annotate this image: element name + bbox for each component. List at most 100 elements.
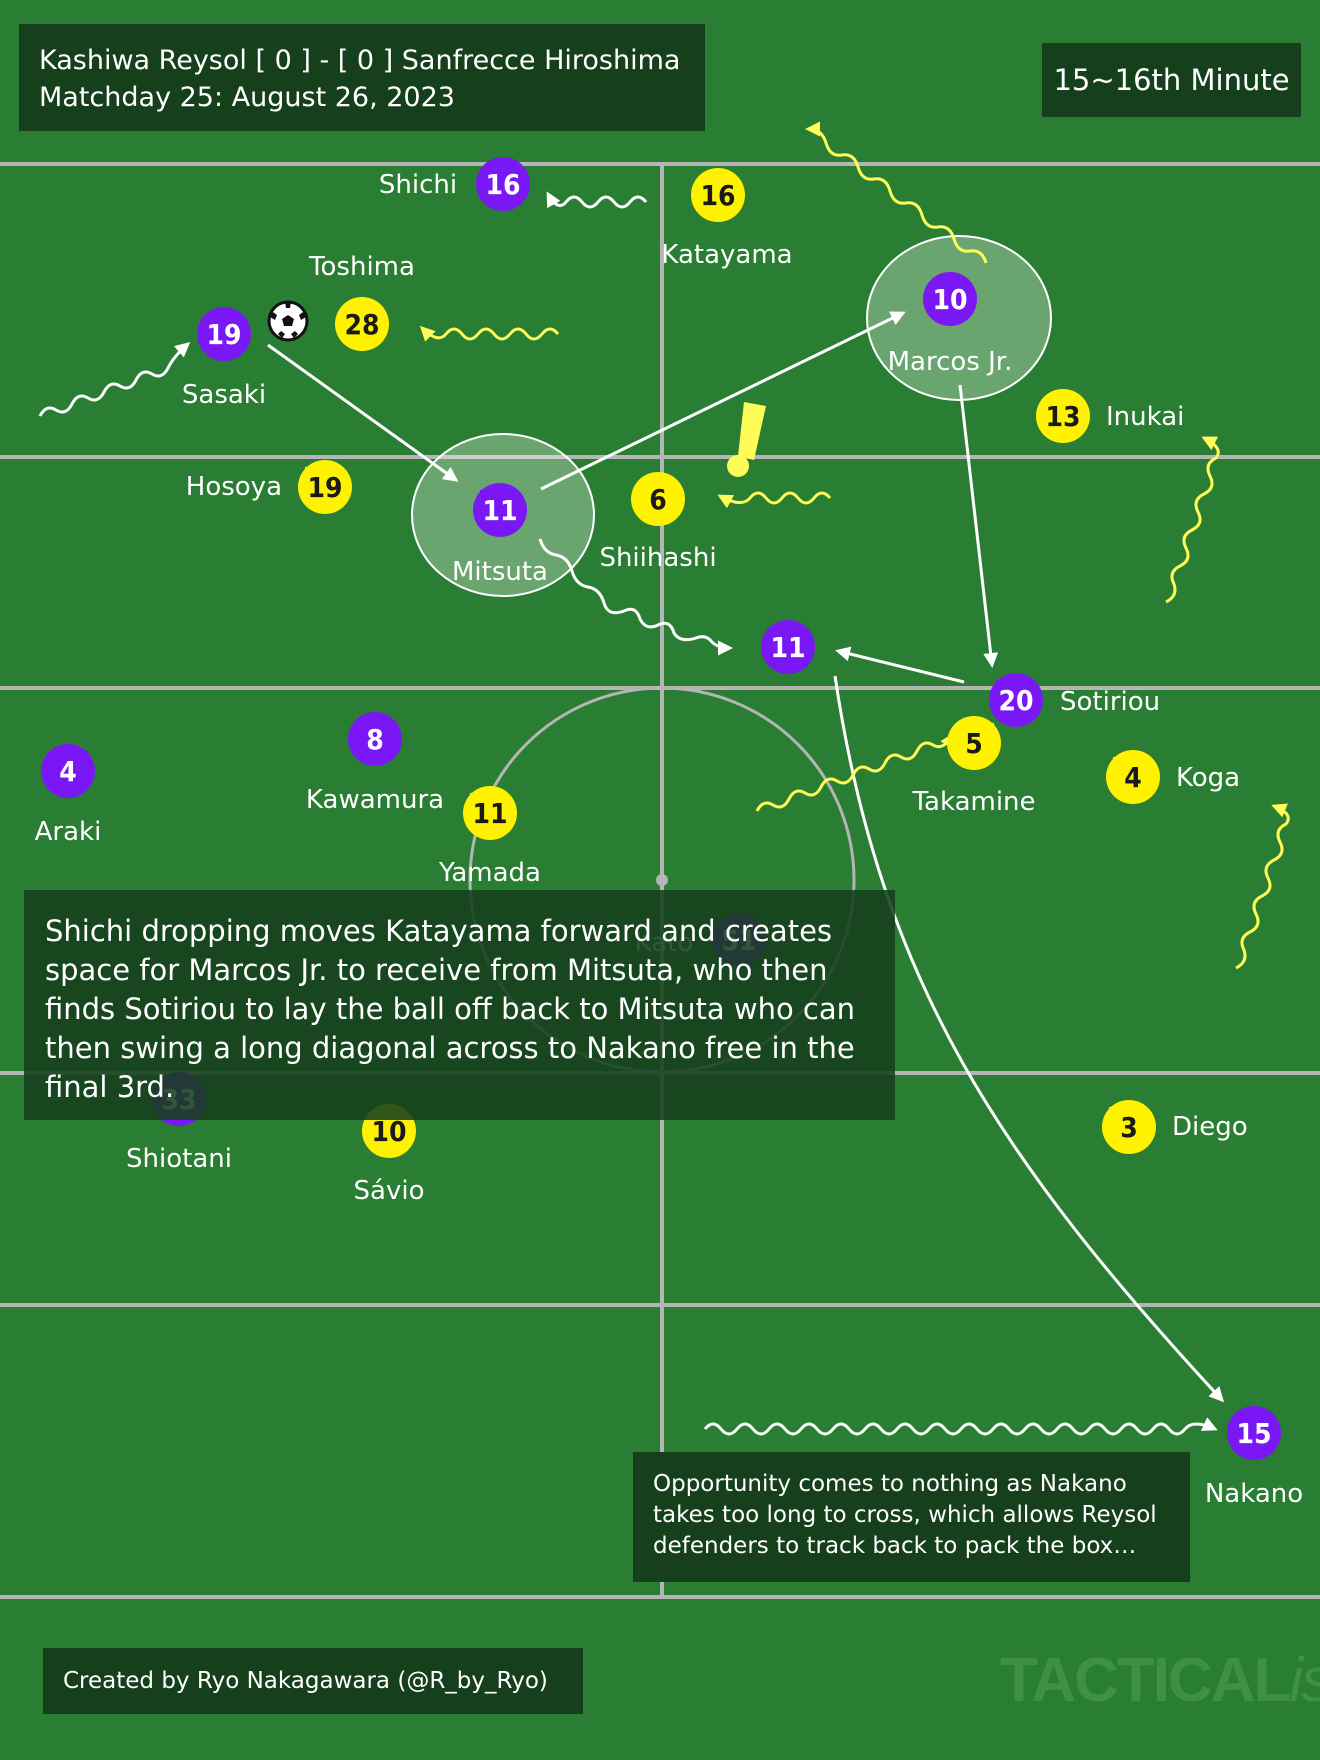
player-marker	[298, 460, 352, 514]
player-name: Marcos Jr.	[888, 347, 1013, 377]
pass-sotiriou-to-mitsuta	[835, 646, 965, 684]
player-marker	[1102, 1100, 1156, 1154]
run-toshima	[419, 325, 560, 342]
run-takamine	[755, 732, 955, 812]
player-marker	[947, 716, 1001, 770]
player-number: 11	[770, 631, 805, 664]
credit-box: Created by Ryo Nakagawara (@R_by_Ryo)	[43, 1648, 583, 1714]
description-box: Shichi dropping moves Katayama forward a…	[24, 890, 895, 1120]
player-name: Diego	[1172, 1112, 1248, 1142]
player-number: 10	[371, 1115, 406, 1148]
exclamation-icon	[727, 402, 766, 477]
player-number: 15	[1236, 1417, 1271, 1450]
player-name: Katayama	[661, 240, 792, 270]
pass-marcos-to-sotiriou	[958, 384, 999, 668]
player-marker	[1036, 389, 1090, 443]
player-name: Araki	[35, 817, 102, 847]
player-name: Sotiriou	[1060, 687, 1160, 717]
credit-text: Created by Ryo Nakagawara (@R_by_Ryo)	[63, 1668, 548, 1694]
player-number: 16	[700, 179, 735, 212]
pass-arrows	[267, 311, 1225, 1403]
run-koga	[1235, 803, 1290, 970]
player-number: 19	[206, 318, 241, 351]
player-name: Hosoya	[186, 472, 282, 502]
player-name: Shiihashi	[599, 543, 716, 573]
pitch-lines	[0, 162, 1320, 1599]
player-marker	[691, 168, 745, 222]
player-marker	[989, 673, 1043, 727]
watermark-logo: TACTICALista	[1000, 1646, 1320, 1715]
yellow-runs	[419, 121, 1290, 970]
player-marker	[41, 744, 95, 798]
player-name: Koga	[1176, 763, 1240, 793]
player-number: 4	[1124, 761, 1142, 794]
soccer-ball-icon	[267, 300, 309, 342]
player-number: 13	[1045, 400, 1080, 433]
run-shiihashi	[717, 491, 832, 509]
player-marker	[348, 712, 402, 766]
purple-runs	[38, 191, 1218, 1436]
reysol-player-koga: 4 Koga	[1106, 750, 1240, 804]
match-title: Kashiwa Reysol [ 0 ] - [ 0 ] Sanfrecce H…	[39, 45, 681, 76]
player-marker	[476, 157, 530, 211]
player-marker	[473, 483, 527, 537]
player-marker	[761, 620, 815, 674]
player-number: 5	[965, 727, 983, 760]
minute-label: 15~16th Minute	[1053, 63, 1290, 97]
player-name: Nakano	[1205, 1479, 1303, 1509]
player-number: 16	[485, 168, 520, 201]
run-inukai	[1165, 436, 1220, 604]
player-marker	[1106, 750, 1160, 804]
player-number: 10	[932, 283, 967, 316]
player-number: 6	[649, 483, 667, 516]
reysol-player-hosoya: 19 Hosoya	[186, 460, 352, 514]
player-number: 3	[1120, 1111, 1138, 1144]
pass-mitsuta-to-nakano	[833, 675, 1225, 1403]
player-marker	[1227, 1406, 1281, 1460]
player-name: Mitsuta	[452, 557, 548, 587]
player-name: Sasaki	[182, 380, 266, 410]
player-number: 4	[59, 755, 77, 788]
player-number: 28	[344, 308, 379, 341]
match-subtitle: Matchday 25: August 26, 2023	[39, 82, 455, 113]
run-sasaki	[38, 342, 191, 417]
hiroshima-player-no-11: 11	[761, 620, 815, 674]
player-number: 11	[472, 797, 507, 830]
minute-box: 15~16th Minute	[1042, 43, 1301, 117]
player-name: Shiotani	[126, 1144, 232, 1174]
pass-mitsuta-to-marcos	[540, 311, 906, 491]
player-number: 19	[307, 471, 342, 504]
reysol-player-inukai: 13 Inukai	[1036, 389, 1184, 443]
player-name: Shichi	[379, 170, 457, 200]
pass-sasaki-to-mitsuta	[267, 343, 459, 482]
note-text: Opportunity comes to nothing as Nakano t…	[653, 1471, 1157, 1559]
player-number: 20	[998, 684, 1033, 717]
player-number: 11	[482, 494, 517, 527]
player-name: Kawamura	[306, 785, 444, 815]
reysol-player-toshima: 28 Toshima	[308, 252, 415, 351]
player-name: Sávio	[354, 1176, 425, 1206]
description-text: Shichi dropping moves Katayama forward a…	[45, 914, 856, 1104]
player-marker	[463, 786, 517, 840]
run-nakano	[703, 1417, 1218, 1436]
title-box: Kashiwa Reysol [ 0 ] - [ 0 ] Sanfrecce H…	[19, 24, 705, 131]
player-marker	[197, 307, 251, 361]
player-name: Yamada	[438, 858, 541, 888]
hiroshima-player-shichi: 16 Shichi	[379, 157, 530, 211]
player-marker	[335, 297, 389, 351]
run-shichi	[546, 191, 648, 209]
player-marker	[923, 272, 977, 326]
note-box: Opportunity comes to nothing as Nakano t…	[633, 1452, 1190, 1582]
player-number: 8	[366, 723, 384, 756]
player-name: Inukai	[1106, 402, 1184, 432]
player-name: Toshima	[308, 252, 415, 282]
